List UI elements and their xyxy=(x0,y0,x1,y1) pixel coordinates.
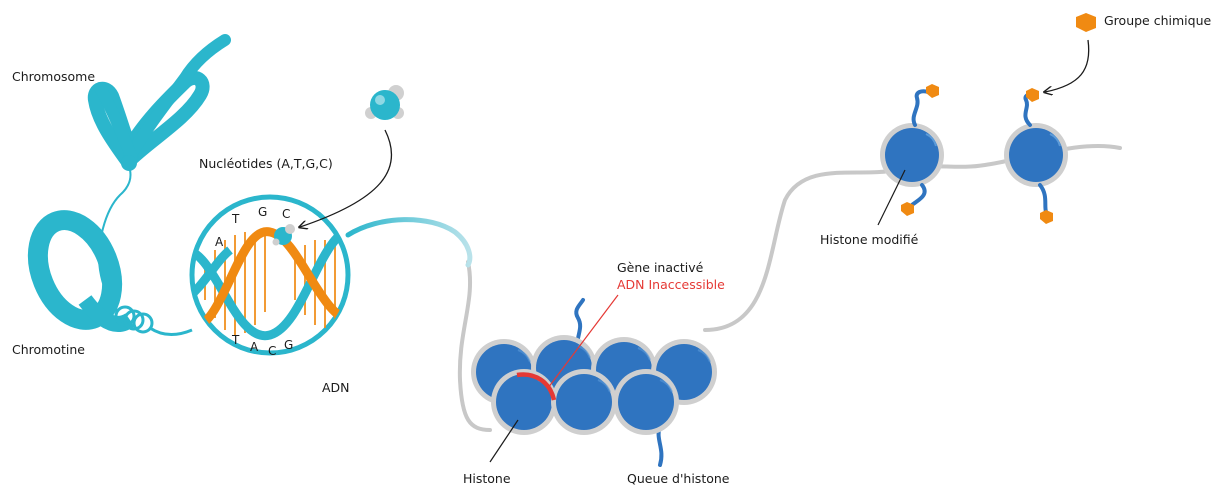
chromosome-label: Chromosome xyxy=(12,69,96,84)
gene-inactive-label: Gène inactivé xyxy=(617,260,704,275)
modified-histone-pointer xyxy=(877,169,906,226)
chromatin-loop xyxy=(27,210,193,337)
base-letter: A xyxy=(215,235,224,249)
chemical-group-icon xyxy=(1076,13,1096,32)
base-letter: C xyxy=(282,207,291,221)
chemical-group-arrow xyxy=(1045,39,1090,92)
modified-histone-2 xyxy=(1004,88,1068,224)
nucleotides-label: Nucléotides (A,T,G,C) xyxy=(199,156,333,171)
base-letter: C xyxy=(268,344,277,358)
base-letter: G xyxy=(258,205,268,219)
adn-label: ADN xyxy=(322,380,350,395)
histone-modifie-label: Histone modifié xyxy=(820,232,919,247)
base-letter: T xyxy=(232,333,240,347)
histone-label: Histone xyxy=(463,471,511,486)
nucleotide-arrow xyxy=(300,129,393,227)
histone-cluster xyxy=(471,335,717,435)
base-letter: T xyxy=(232,212,240,226)
inaccessible-dna-segment xyxy=(516,372,557,401)
chromosome xyxy=(87,34,231,171)
gene-pointer xyxy=(547,294,619,389)
nucleotide-molecule xyxy=(365,85,404,120)
base-letter: G xyxy=(284,338,294,352)
dna-fiber-teal xyxy=(345,217,473,268)
modified-histone-1 xyxy=(880,84,944,216)
adn-inaccessible-label: ADN Inaccessible xyxy=(617,277,725,292)
histone-pointer xyxy=(489,419,519,463)
base-letter: A xyxy=(250,340,259,354)
queue-histone-label: Queue d'histone xyxy=(627,471,730,486)
chromatine-label: Chromotine xyxy=(12,342,85,357)
dna-lens xyxy=(189,194,351,356)
groupe-chimique-label: Groupe chimique xyxy=(1104,13,1212,28)
